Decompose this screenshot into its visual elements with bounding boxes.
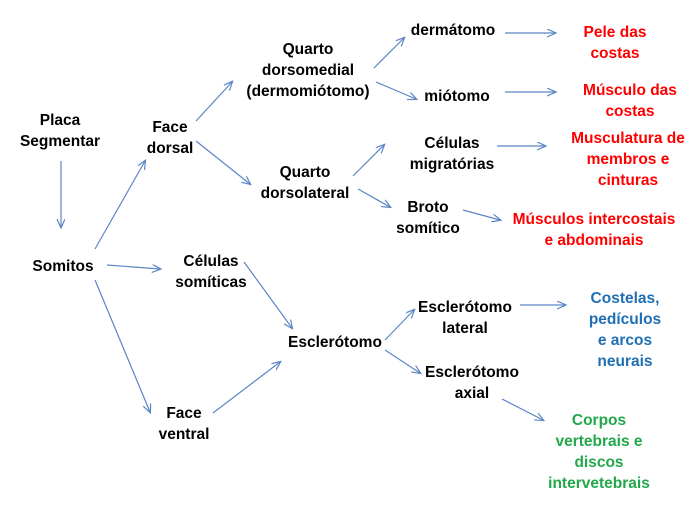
miotomo-label: miótomo <box>424 88 490 105</box>
arrow-dorsomedial-dermatomo <box>373 38 404 69</box>
arrow-esclerotomo-axial <box>384 349 420 373</box>
costelas-label: Costelas, pedículos e arcos neurais <box>588 290 662 370</box>
arrow-face-dorsal-dorsomedial <box>195 82 232 122</box>
face-dorsal-label: Face dorsal <box>146 119 194 157</box>
arrow-celulas-somiticas-esclerotomo <box>243 261 292 328</box>
musculatura-membros-label: Musculatura de membros e cinturas <box>571 130 685 189</box>
esclerotomo-lateral-label: Esclerótomo lateral <box>418 299 512 337</box>
esclerotomo-label: Esclerótomo <box>288 334 382 351</box>
dermatomo-label: dermátomo <box>410 22 496 39</box>
quarto-dorsolateral-label: Quarto dorsolateral <box>260 164 350 202</box>
musculos-intercostais-label: Músculos intercostais e abdominais <box>512 211 676 249</box>
arrow-esclerotomo-lateral <box>384 310 414 341</box>
celulas-somiticas-label: Células somíticas <box>175 253 247 291</box>
broto-somitico-label: Broto somítico <box>396 199 460 237</box>
arrow-somitos-face-ventral <box>94 279 150 412</box>
arrow-somitos-celulas-somiticas <box>106 264 160 269</box>
arrow-dorsomedial-miotomo <box>375 81 416 99</box>
arrow-dorsolateral-broto-somitico <box>357 188 390 207</box>
face-ventral-label: Face ventral <box>158 405 210 443</box>
celulas-migratorias-label: Células migratórias <box>409 135 495 173</box>
pele-das-costas-label: Pele das costas <box>583 24 647 62</box>
musculo-das-costas-label: Músculo das costas <box>583 82 677 120</box>
somitos-label: Somitos <box>32 258 94 275</box>
esclerotomo-axial-label: Esclerótomo axial <box>425 364 519 402</box>
placa-segmentar-label: Placa Segmentar <box>19 112 101 150</box>
arrow-face-dorsal-dorsolateral <box>195 140 250 184</box>
arrow-face-ventral-esclerotomo <box>212 362 280 414</box>
corpos-vertebrais-label: Corpos vertebrais e discos intervetebrai… <box>548 412 650 492</box>
arrow-broto-musculos <box>462 209 500 220</box>
arrow-esclerotomo-axial-corpos <box>501 398 543 420</box>
arrow-dorsolateral-celulas-migratorias <box>352 145 384 177</box>
quarto-dorsomedial-label: Quarto dorsomedial (dermomiótomo) <box>246 41 370 100</box>
arrow-somitos-face-dorsal <box>94 161 145 250</box>
